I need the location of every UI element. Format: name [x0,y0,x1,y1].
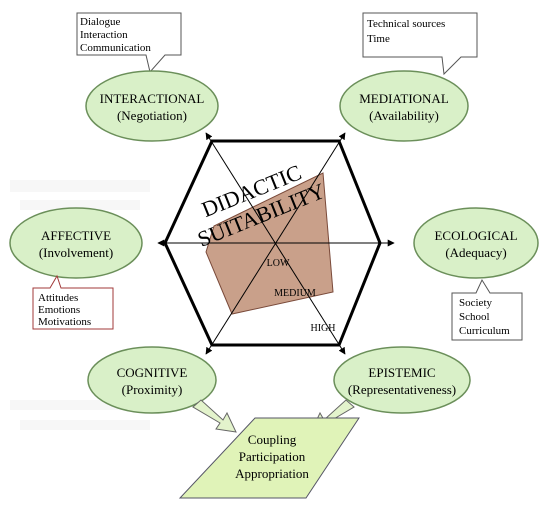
outcome-line-3: Appropriation [235,466,309,481]
ecological-sub: (Adequacy) [445,245,506,260]
svg-text:Attitudes: Attitudes [38,292,78,304]
affective-facet: AFFECTIVE (Involvement) [9,207,143,279]
svg-text:Interaction: Interaction [80,29,128,41]
cognitive-sub: (Proximity) [122,382,183,397]
affective-callout: Attitudes Emotions Motivations [32,274,114,330]
outcome-line-2: Participation [239,449,306,464]
svg-text:Communication: Communication [80,42,151,54]
outcome-line-1: Coupling [248,432,297,447]
outcome-diamond: Coupling Participation Appropriation [178,417,360,499]
mediational-name: MEDIATIONAL [359,91,449,106]
cognitive-facet: COGNITIVE (Proximity) [87,346,217,414]
svg-text:School: School [459,311,490,323]
interactional-callout: Dialogue Interaction Communication [76,12,182,74]
svg-text:Dialogue: Dialogue [80,16,120,28]
mediational-facet: MEDIATIONAL (Availability) [339,70,469,142]
background-ghost-text [10,180,160,430]
svg-text:Time: Time [367,33,390,45]
mediational-callout: Technical sources Time [362,12,478,76]
svg-text:Technical sources: Technical sources [367,18,445,30]
interactional-sub: (Negotiation) [117,108,187,123]
affective-sub: (Involvement) [39,245,113,260]
epistemic-name: EPISTEMIC [368,365,435,380]
interactional-name: INTERACTIONAL [100,91,205,106]
level-low-label: LOW [267,258,290,269]
ecological-name: ECOLOGICAL [434,228,517,243]
level-medium-label: MEDIUM [274,288,316,299]
cognitive-name: COGNITIVE [117,365,188,380]
svg-text:Curriculum: Curriculum [459,325,510,337]
interactional-facet: INTERACTIONAL (Negotiation) [85,70,219,142]
svg-text:Society: Society [459,297,492,309]
axis-diagonal-2 [205,132,346,355]
ecological-facet: ECOLOGICAL (Adequacy) [413,207,539,279]
epistemic-sub: (Representativeness) [348,382,456,397]
level-high-label: HIGH [311,323,336,334]
svg-text:Motivations: Motivations [38,316,91,328]
ecological-callout: Society School Curriculum [451,278,523,341]
outer-hexagon [163,139,382,347]
epistemic-facet: EPISTEMIC (Representativeness) [333,346,471,414]
affective-name: AFFECTIVE [41,228,111,243]
mediational-sub: (Availability) [369,108,439,123]
svg-text:Emotions: Emotions [38,304,80,316]
arrow-cognitive-to-outcome [192,399,237,433]
